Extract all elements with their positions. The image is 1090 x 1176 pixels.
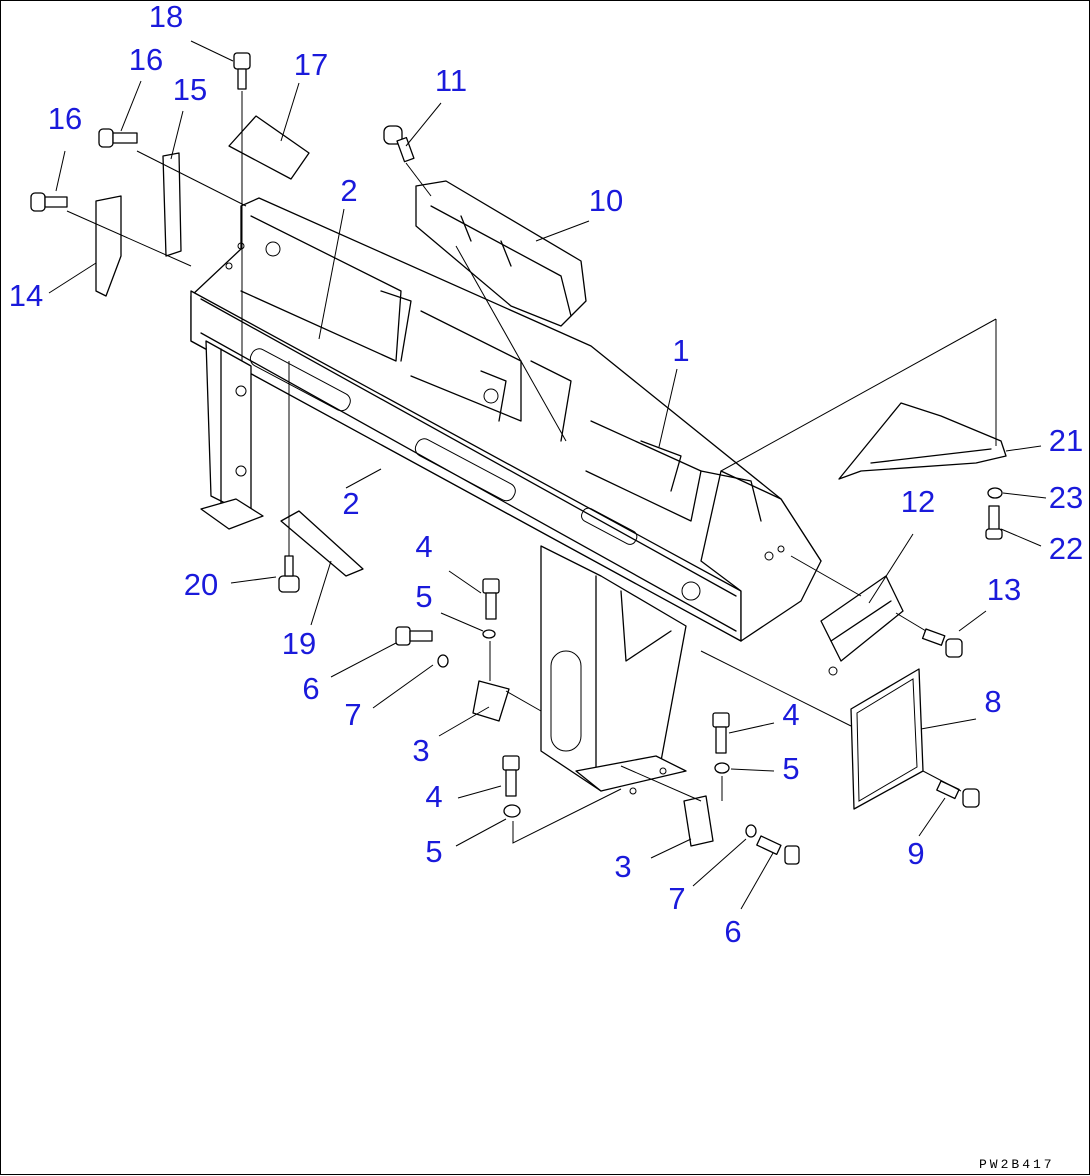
callout-11: 11 <box>435 63 467 98</box>
callout-10: 10 <box>589 183 623 218</box>
callout-14: 14 <box>9 278 43 313</box>
callout-4: 4 <box>782 697 799 732</box>
callout-16: 16 <box>48 101 82 136</box>
callout-22: 22 <box>1049 531 1083 566</box>
callout-7: 7 <box>344 697 361 732</box>
callout-5: 5 <box>415 579 432 614</box>
callout-labels: 1 2 2 3 3 4 4 4 5 5 5 6 6 7 7 8 9 10 11 … <box>9 1 1083 949</box>
callout-3: 3 <box>614 849 631 884</box>
callout-7: 7 <box>668 881 685 916</box>
callout-8: 8 <box>984 684 1001 719</box>
callout-23: 23 <box>1049 480 1083 515</box>
callout-5: 5 <box>782 751 799 786</box>
callout-1: 1 <box>672 333 689 368</box>
callout-2: 2 <box>340 173 357 208</box>
callout-3: 3 <box>412 733 429 768</box>
callout-18: 18 <box>149 1 183 34</box>
callout-4: 4 <box>415 529 432 564</box>
callout-12: 12 <box>901 484 935 519</box>
callout-6: 6 <box>302 671 319 706</box>
callout-13: 13 <box>987 572 1021 607</box>
callout-20: 20 <box>184 567 218 602</box>
plate-part-14 <box>95 195 122 297</box>
callout-4: 4 <box>425 779 442 814</box>
drawing-code: PW2B417 <box>979 1157 1055 1172</box>
plate-part-8 <box>850 668 924 810</box>
bracket-part-21 <box>838 402 1007 480</box>
plate-part-15 <box>162 152 182 257</box>
plate-part-17 <box>228 115 310 180</box>
callout-17: 17 <box>294 47 328 82</box>
main-frame-part-1 <box>190 197 822 795</box>
callout-15: 15 <box>173 72 207 107</box>
cover-part-10 <box>415 180 587 327</box>
callout-6: 6 <box>724 914 741 949</box>
leader-lines <box>48 40 1047 910</box>
bracket-part-12 <box>820 575 904 676</box>
assembly-lines <box>66 91 997 844</box>
callout-19: 19 <box>282 626 316 661</box>
callout-5: 5 <box>425 834 442 869</box>
plate-part-19 <box>280 510 364 577</box>
callout-16: 16 <box>129 42 163 77</box>
callout-2: 2 <box>342 486 359 521</box>
callout-21: 21 <box>1049 423 1083 458</box>
callout-9: 9 <box>907 836 924 871</box>
